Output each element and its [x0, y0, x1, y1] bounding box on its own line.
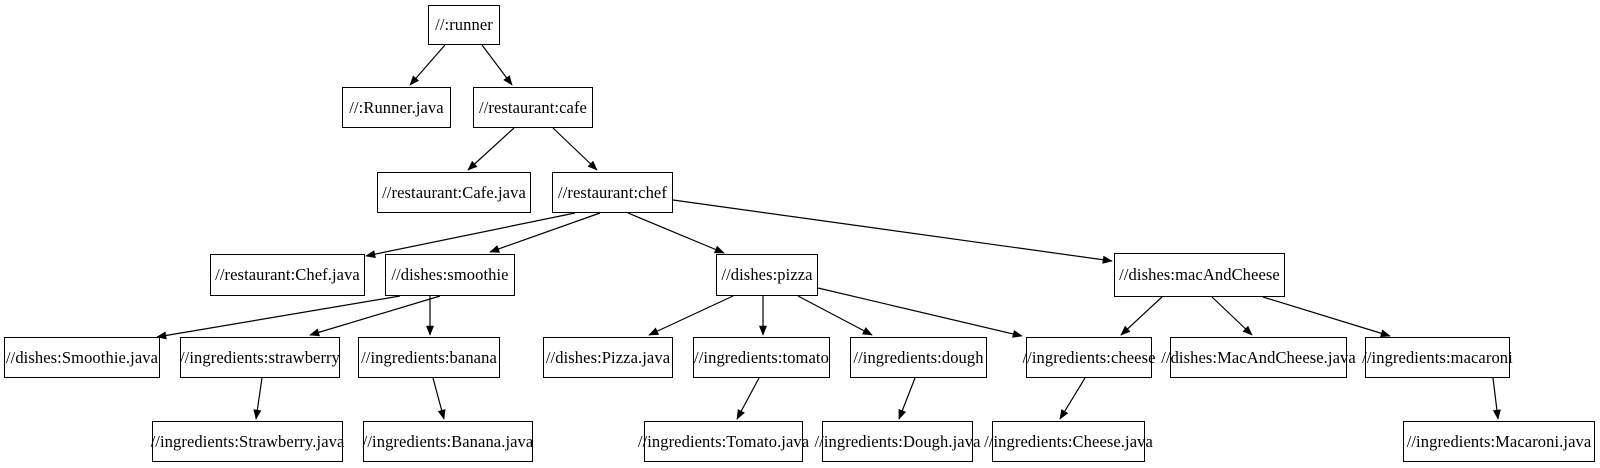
edge-runner-to-runner-java	[409, 44, 446, 86]
edge-chef-to-chef-java	[365, 212, 576, 259]
graph-node-banana-java: //ingredients:Banana.java	[363, 421, 533, 462]
graph-node-pizza: //dishes:pizza	[716, 254, 818, 296]
edge-cheese-to-cheese-java	[1059, 377, 1086, 420]
graph-node-macaroni-java: //ingredients:Macaroni.java	[1403, 421, 1595, 462]
edge-runner-to-cafe	[481, 44, 513, 86]
graph-node-tomato-java: //ingredients:Tomato.java	[638, 421, 809, 462]
edge-pizza-to-pizza-java	[648, 295, 734, 336]
edge-strawberry-to-strawberry-java	[253, 377, 263, 420]
edge-macaroni-to-macaroni-java	[1492, 377, 1501, 420]
edge-smoothie-to-strawberry	[309, 295, 441, 337]
edge-pizza-to-cheese	[817, 287, 1023, 338]
graph-node-tomato: //ingredients:tomato	[693, 337, 830, 378]
graph-node-chef: //restaurant:chef	[552, 172, 673, 213]
graph-node-pizza-java: //dishes:Pizza.java	[543, 337, 673, 378]
graph-node-cheese-java: //ingredients:Cheese.java	[984, 421, 1153, 462]
graph-node-cheese: //ingredients:cheese	[1022, 337, 1155, 378]
graph-node-macaroni: //ingredients:macaroni	[1362, 337, 1513, 378]
edge-mac-and-cheese-to-cheese	[1120, 296, 1163, 336]
graph-node-strawberry-java: //ingredients:Strawberry.java	[151, 421, 344, 462]
edge-smoothie-to-smoothie-java	[156, 295, 401, 340]
graph-node-runner: //:runner	[428, 5, 500, 45]
graph-node-banana: //ingredients:banana	[358, 337, 500, 378]
graph-node-strawberry: //ingredients:strawberry	[180, 337, 340, 378]
graph-node-runner-java: //:Runner.java	[342, 87, 451, 128]
edge-tomato-to-tomato-java	[736, 377, 760, 420]
graph-node-cafe-java: //restaurant:Cafe.java	[377, 172, 531, 213]
edge-mac-and-cheese-to-mac-and-cheese-java	[1211, 296, 1253, 336]
edge-cafe-to-chef	[552, 127, 598, 171]
edge-chef-to-mac-and-cheese	[672, 199, 1113, 264]
graph-node-mac-and-cheese-java: //dishes:MacAndCheese.java	[1161, 337, 1356, 378]
edge-chef-to-pizza	[627, 212, 725, 254]
graph-node-smoothie-java: //dishes:Smoothie.java	[4, 337, 160, 378]
graph-node-smoothie: //dishes:smoothie	[385, 254, 515, 296]
edge-mac-and-cheese-to-macaroni	[1262, 296, 1391, 338]
edge-pizza-to-dough	[797, 295, 873, 336]
graph-node-mac-and-cheese: //dishes:macAndCheese	[1114, 253, 1285, 297]
edge-chef-to-smoothie	[489, 212, 601, 253]
graph-node-dough: //ingredients:dough	[850, 337, 987, 378]
graph-node-cafe: //restaurant:cafe	[473, 87, 593, 128]
edge-dough-to-dough-java	[898, 377, 916, 420]
edge-cafe-to-cafe-java	[467, 127, 515, 171]
edge-banana-to-banana-java	[432, 377, 446, 420]
graph-node-chef-java: //restaurant:Chef.java	[210, 254, 365, 296]
graph-node-dough-java: //ingredients:Dough.java	[815, 421, 980, 462]
